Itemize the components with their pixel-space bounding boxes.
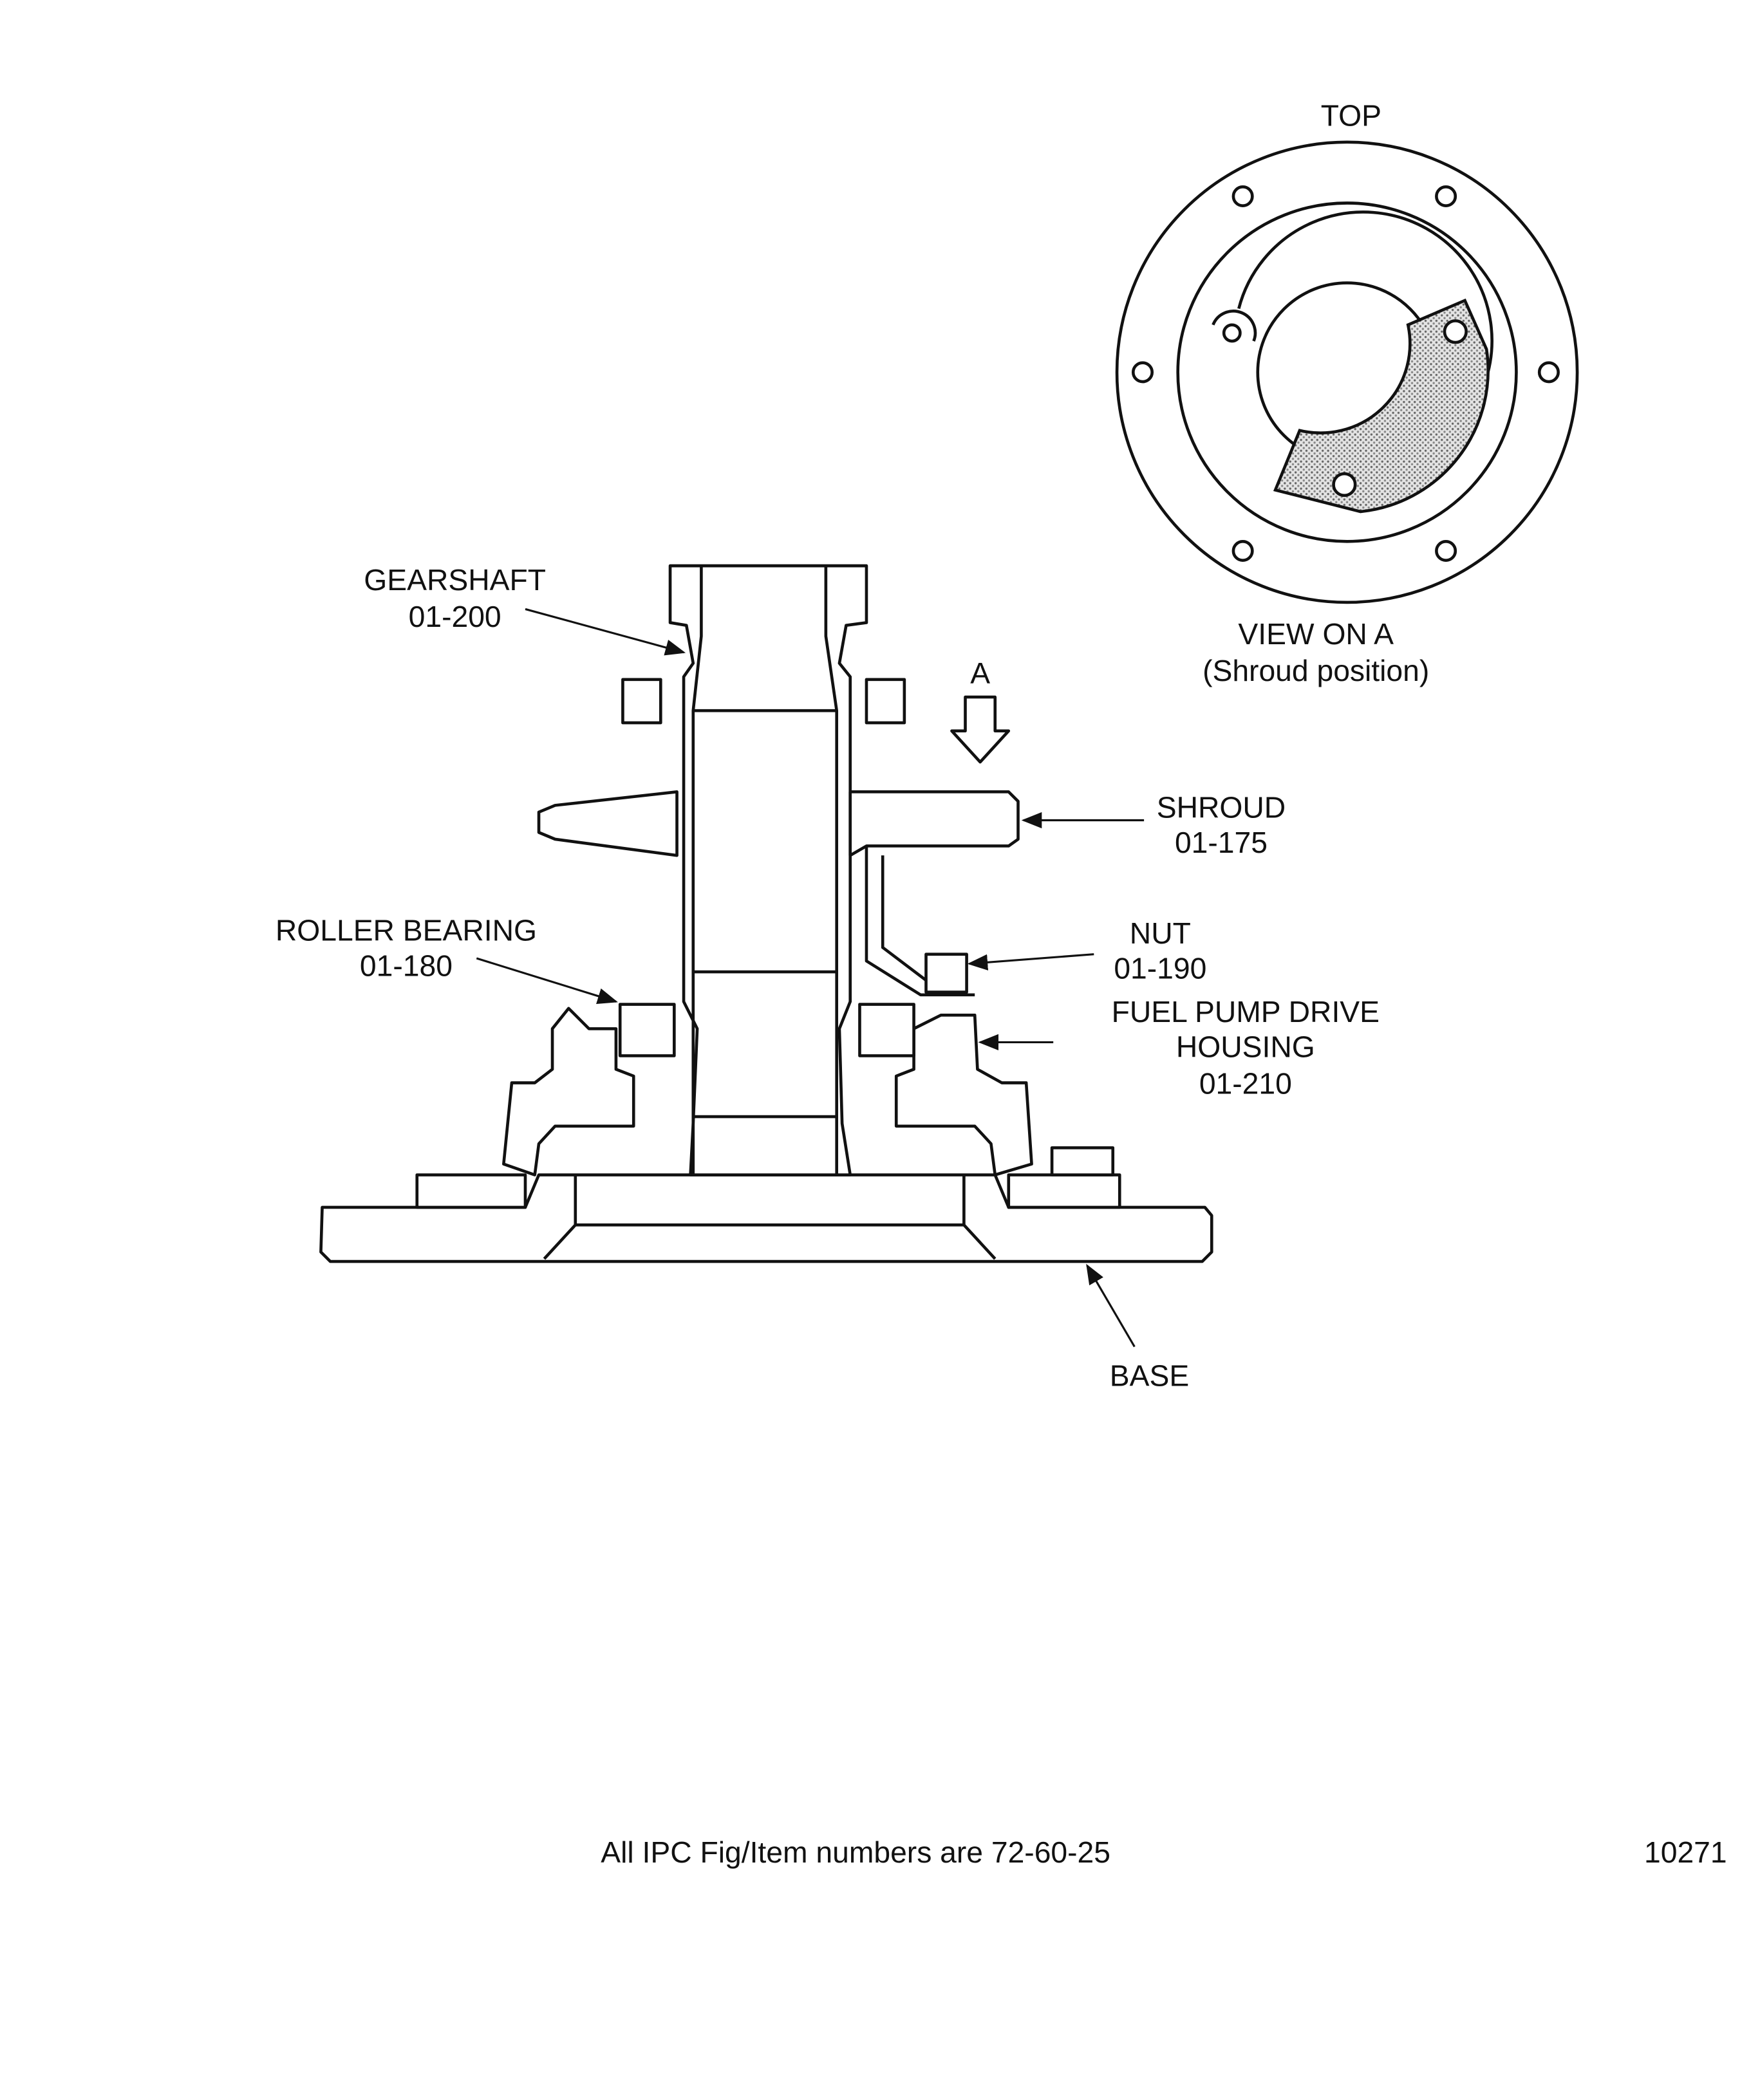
svg-text:SHROUD: SHROUD: [1157, 790, 1286, 824]
shroud-shaded: [1273, 298, 1490, 514]
locating-lug: [1212, 310, 1257, 342]
base-bolt-head: [1050, 1146, 1115, 1176]
svg-text:01-200: 01-200: [409, 600, 501, 633]
top-label: TOP: [1321, 99, 1381, 133]
callout-gearshaft: GEARSHAFT 01-200: [364, 563, 686, 656]
housing-right: [894, 1014, 1033, 1176]
view-on-a-drawing: TOP VIEW ON A (Shroud position): [1115, 99, 1579, 687]
svg-text:NUT: NUT: [1130, 916, 1191, 950]
callout-fuel-pump-drive-housing: FUEL PUMP DRIVE HOUSING 01-210: [978, 995, 1380, 1100]
svg-text:01-190: 01-190: [1114, 952, 1206, 985]
svg-text:HOUSING: HOUSING: [1176, 1030, 1315, 1064]
figure-number: 10271: [1644, 1835, 1727, 1869]
svg-text:01-175: 01-175: [1175, 826, 1268, 859]
view-arrow-label: A: [970, 656, 990, 690]
section-drawing: A: [319, 564, 1213, 1263]
shroud-section: [848, 790, 1020, 857]
nut: [924, 952, 968, 994]
svg-text:GEARSHAFT: GEARSHAFT: [364, 563, 546, 597]
gearshaft: [668, 564, 868, 1176]
callout-nut: NUT 01-190: [967, 916, 1206, 985]
gear-left: [537, 790, 679, 857]
svg-text:01-180: 01-180: [360, 949, 453, 982]
view-direction-arrow: [950, 695, 1011, 764]
upper-bearing-left: [621, 678, 662, 725]
housing-left: [502, 1007, 635, 1176]
callout-base: BASE: [1086, 1263, 1189, 1393]
upper-bearing-right: [865, 678, 906, 725]
svg-text:BASE: BASE: [1110, 1359, 1189, 1393]
view-title: VIEW ON A: [1238, 617, 1394, 651]
svg-text:01-210: 01-210: [1199, 1066, 1292, 1100]
callout-shroud: SHROUD 01-175: [1021, 790, 1286, 859]
housing-circle: [1176, 201, 1518, 543]
footer-note: All IPC Fig/Item numbers are 72-60-25: [601, 1835, 1110, 1869]
base-plate: [319, 1173, 1213, 1263]
bolt-holes: [1131, 185, 1560, 562]
svg-text:FUEL PUMP DRIVE: FUEL PUMP DRIVE: [1112, 995, 1380, 1028]
roller-bearing-right: [858, 1003, 915, 1057]
roller-bearing-left: [618, 1003, 676, 1057]
callout-roller-bearing: ROLLER BEARING 01-180: [276, 914, 618, 1004]
svg-text:ROLLER BEARING: ROLLER BEARING: [276, 914, 537, 947]
view-subtitle: (Shroud position): [1203, 654, 1429, 687]
outer-flange-circle: [1115, 140, 1579, 604]
